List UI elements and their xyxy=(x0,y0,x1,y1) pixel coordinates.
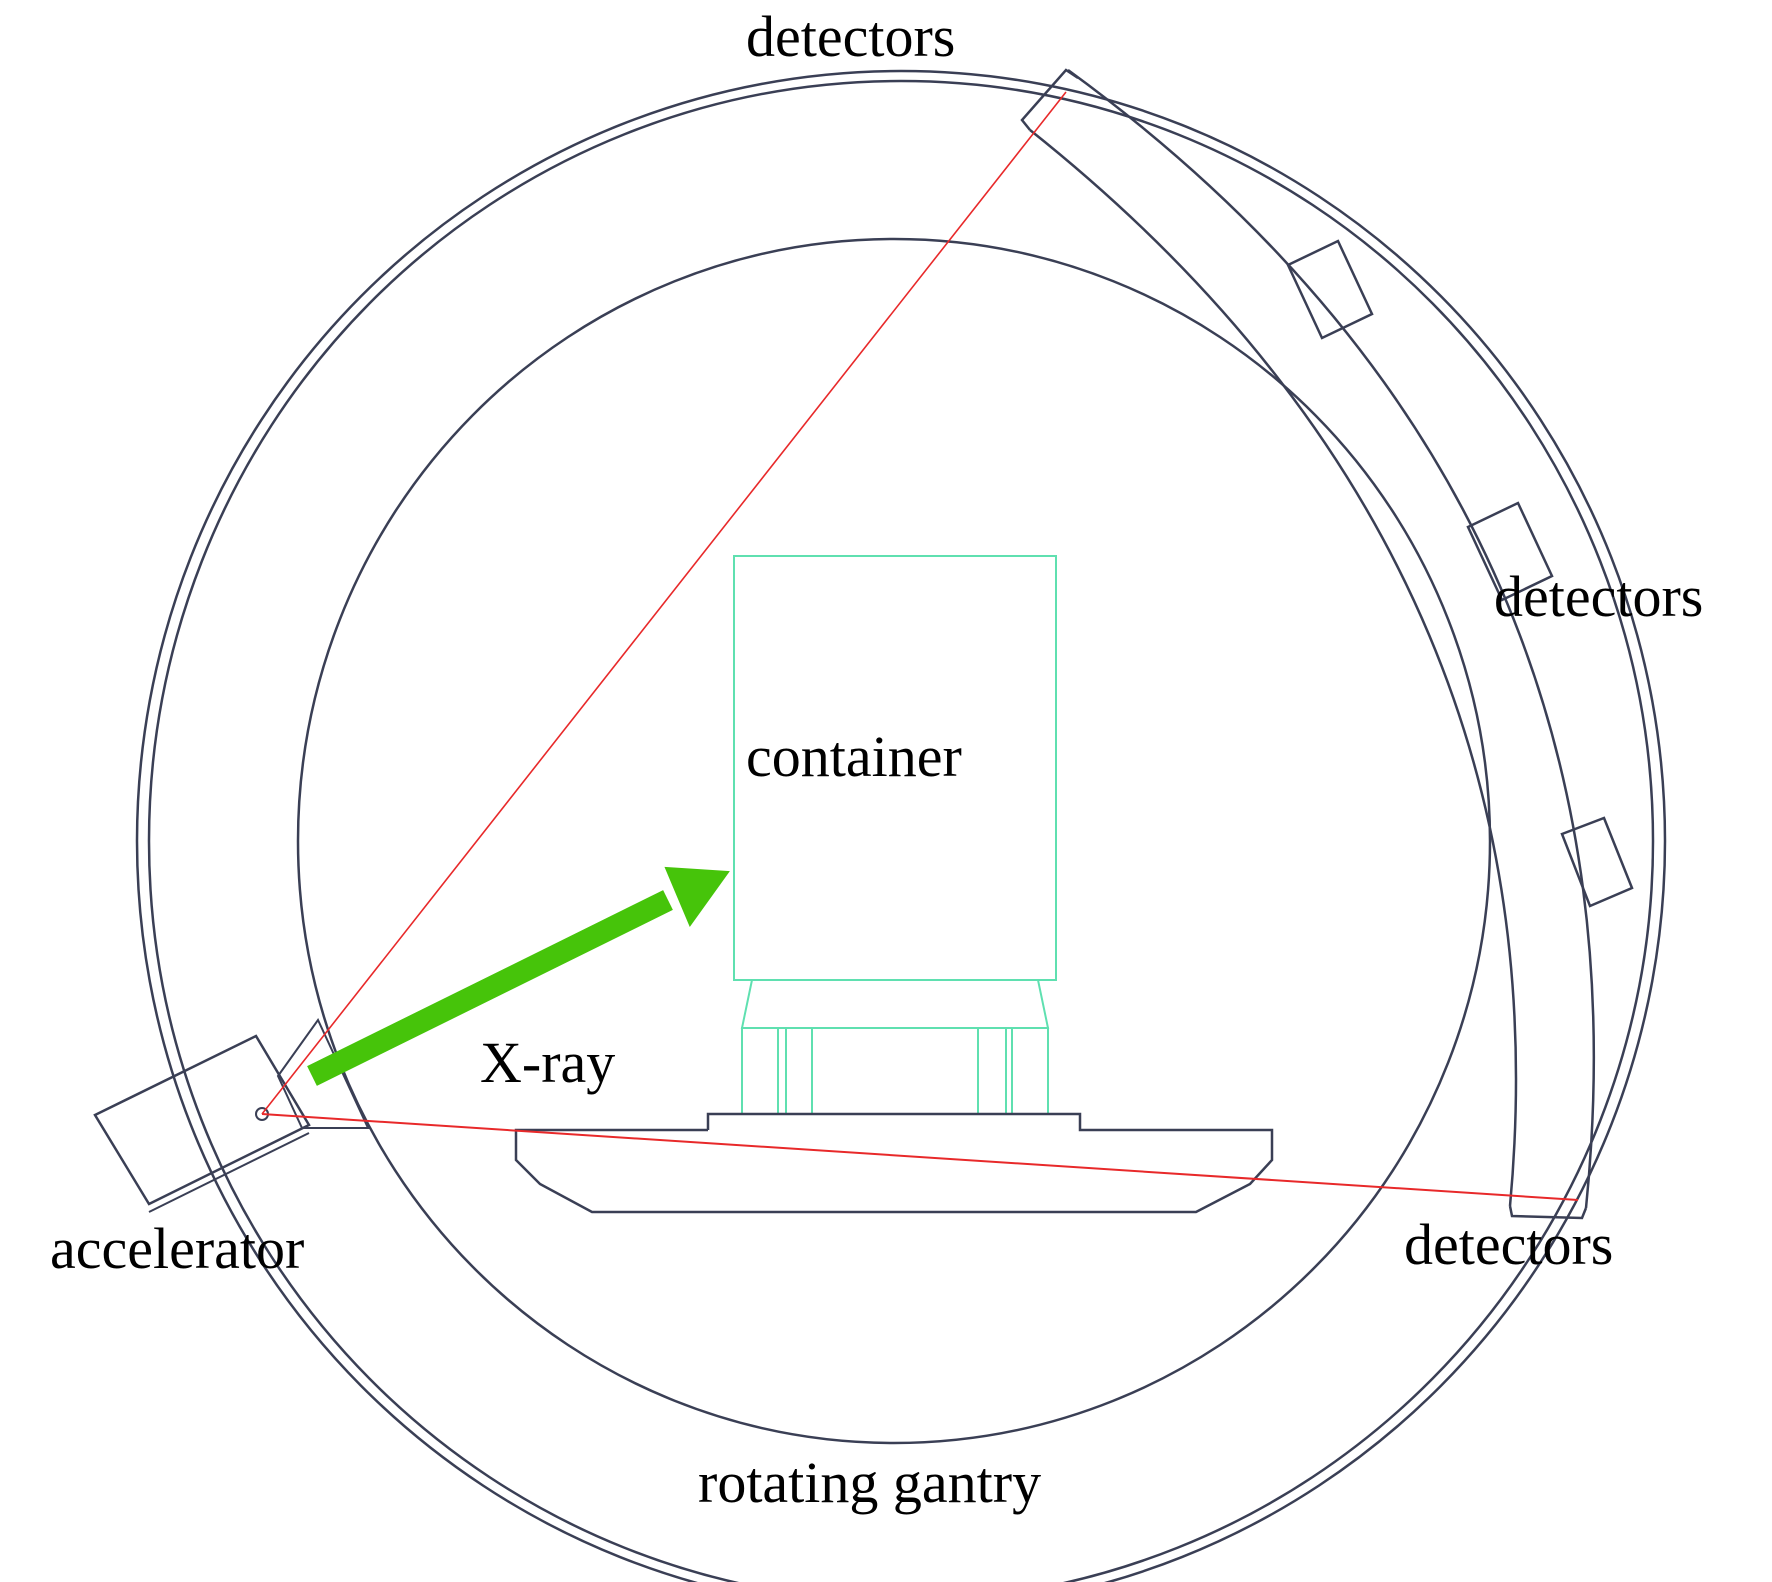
beam-edge-lower xyxy=(261,1113,1579,1201)
accelerator-collimator xyxy=(276,1018,370,1129)
detector-box xyxy=(1466,501,1554,602)
container-box xyxy=(733,555,1057,981)
label-xray: X-ray xyxy=(480,1030,615,1095)
detector-arc-outer xyxy=(1067,68,1596,1209)
detector-box xyxy=(1286,239,1374,340)
xray-arrow-head xyxy=(664,866,730,928)
detector-arm-top-end xyxy=(1020,68,1079,131)
carrier-platform xyxy=(514,1112,1274,1214)
beam-edge-upper xyxy=(261,91,1067,1115)
detector-box xyxy=(1560,816,1634,908)
label-detectors-top: detectors xyxy=(746,4,955,69)
container-support-legs xyxy=(741,1027,1049,1115)
detector-arm-bottom-end xyxy=(1508,1205,1588,1220)
label-accelerator: accelerator xyxy=(50,1216,304,1281)
gantry-outer-ring xyxy=(135,69,1667,1582)
label-detectors-right: detectors xyxy=(1494,564,1703,629)
label-rotating-gantry: rotating gantry xyxy=(698,1450,1041,1515)
accelerator-base-line xyxy=(148,1132,310,1213)
xray-arrow-shaft xyxy=(307,890,673,1086)
label-detectors-bottom: detectors xyxy=(1404,1212,1613,1277)
detector-arc-inner xyxy=(1029,129,1518,1207)
gantry-outer-ring-inner xyxy=(147,79,1655,1582)
gantry-bore-circle xyxy=(296,237,1492,1445)
container-support-taper xyxy=(740,979,1050,1029)
label-container: container xyxy=(746,724,962,789)
accelerator-body xyxy=(93,1034,311,1206)
